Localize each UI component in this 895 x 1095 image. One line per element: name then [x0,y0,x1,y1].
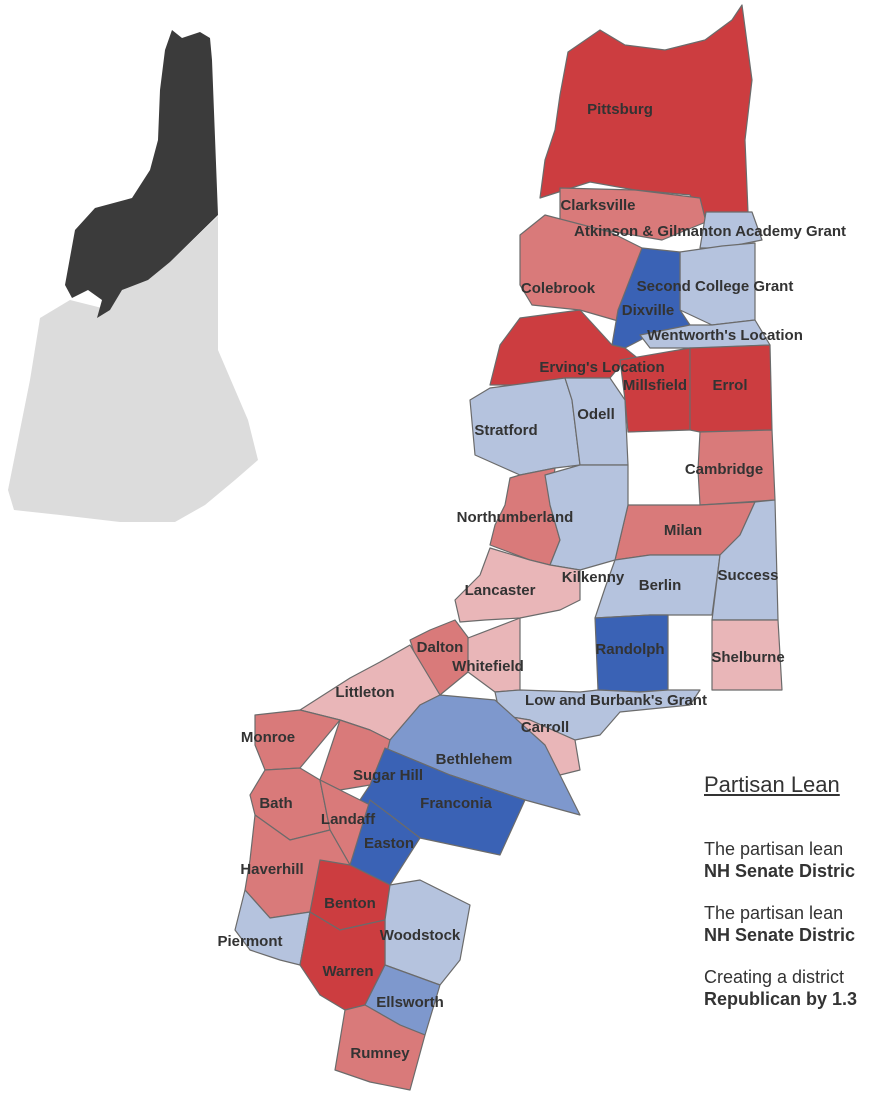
town-piermont[interactable] [234,889,311,966]
legend-line-1: The partisan lean [704,839,844,859]
town-label-dalton: Dalton [417,639,464,656]
town-label-shelburne: Shelburne [711,649,784,666]
town-whitefield[interactable] [467,617,521,693]
legend-line-1-bold: NH Senate Distric [704,861,856,881]
town-label-success: Success [718,567,779,584]
town-label-milan: Milan [664,522,702,539]
town-label-littleton: Littleton [335,684,394,701]
town-label-erving-s-location: Erving's Location [539,359,664,376]
town-label-whitefield: Whitefield [452,658,524,675]
town-label-ellsworth: Ellsworth [376,994,444,1011]
town-label-carroll: Carroll [521,719,569,736]
town-label-kilkenny: Kilkenny [562,569,625,586]
town-label-easton: Easton [364,835,414,852]
town-label-piermont: Piermont [217,933,282,950]
town-label-landaff: Landaff [321,811,376,828]
town-berlin[interactable] [594,554,721,619]
legend-line-3-bold: Republican by 1.3 [704,989,858,1009]
town-label-second-college-grant: Second College Grant [637,278,794,295]
town-label-dixville: Dixville [622,302,675,319]
town-label-clarksville: Clarksville [560,197,635,214]
town-label-odell: Odell [577,406,615,423]
town-lancaster[interactable] [454,547,581,623]
legend-line-3: Creating a district [704,967,845,987]
town-label-millsfield: Millsfield [623,377,687,394]
town-erving-s-location[interactable] [489,309,641,386]
town-label-haverhill: Haverhill [240,861,303,878]
town-shelburne[interactable] [711,619,783,691]
town-label-lancaster: Lancaster [465,582,536,599]
town-label-atkinson-gilmanton-academy-grant: Atkinson & Gilmanton Academy Grant [574,223,846,240]
town-label-bath: Bath [259,795,292,812]
town-label-berlin: Berlin [639,577,682,594]
town-millsfield[interactable] [619,347,691,433]
town-label-wentworth-s-location: Wentworth's Location [647,327,803,344]
town-rumney[interactable] [334,1004,426,1091]
legend-line-2: The partisan lean [704,903,844,923]
town-label-monroe: Monroe [241,729,295,746]
inset-selected-district [65,30,218,318]
town-label-northumberland: Northumberland [457,509,574,526]
legend-panel: Partisan Lean The partisan lean NH Senat… [704,772,895,1010]
town-label-woodstock: Woodstock [380,927,461,944]
town-shapes [234,4,783,1091]
town-label-rumney: Rumney [350,1045,410,1062]
town-label-pittsburg: Pittsburg [587,101,653,118]
town-label-randolph: Randolph [595,641,664,658]
town-label-colebrook: Colebrook [521,280,596,297]
town-label-franconia: Franconia [420,795,492,812]
town-label-stratford: Stratford [474,422,537,439]
town-kilkenny[interactable] [544,464,629,571]
town-label-sugar-hill: Sugar Hill [353,767,423,784]
inset-rest-of-state [8,216,258,522]
town-label-errol: Errol [712,377,747,394]
town-label-warren: Warren [322,963,373,980]
legend-title: Partisan Lean [704,772,840,797]
legend-line-2-bold: NH Senate Distric [704,925,856,945]
town-label-cambridge: Cambridge [685,461,763,478]
town-label-bethlehem: Bethlehem [436,751,513,768]
town-label-benton: Benton [324,895,376,912]
town-label-low-and-burbank-s-grant: Low and Burbank's Grant [525,692,707,709]
